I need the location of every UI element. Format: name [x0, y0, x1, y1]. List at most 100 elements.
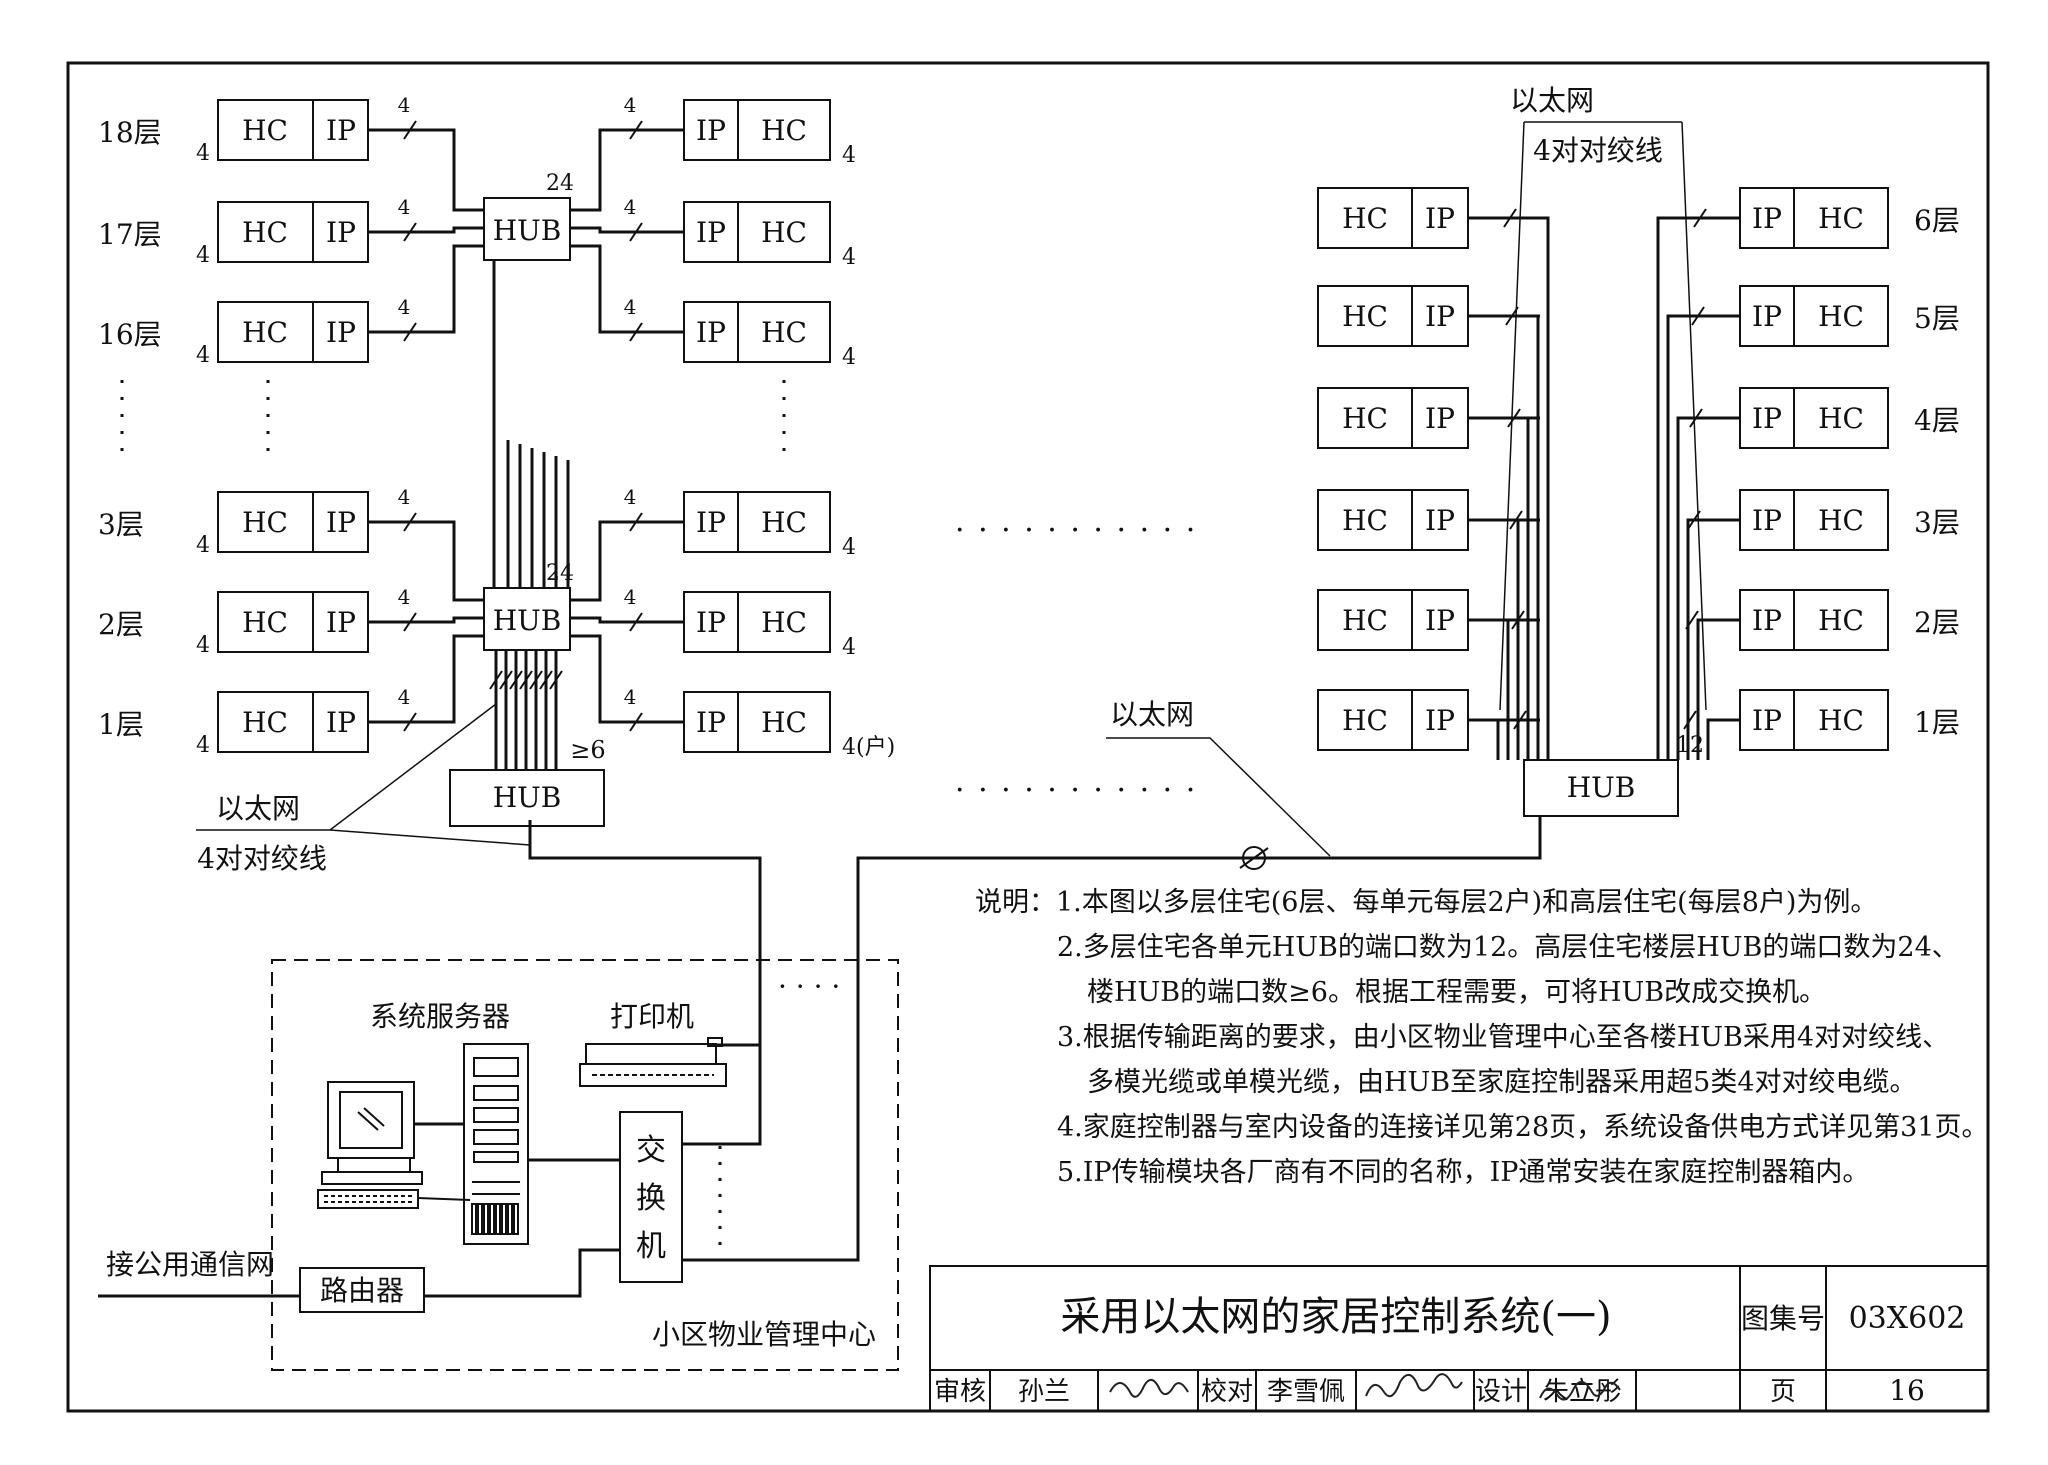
floor-label: 6层 [1914, 204, 1960, 237]
drawing-title: 采用以太网的家居控制系统(一) [1060, 1294, 1611, 1340]
review-label: 审核 [934, 1377, 986, 1407]
switch-port-ellipsis: · · · · [778, 970, 840, 1003]
server-icon [463, 1043, 529, 1245]
port-count: 4 [842, 635, 856, 660]
hc-label: HC [1818, 504, 1864, 537]
home-controller-unit [1739, 489, 1889, 551]
hc-label: HC [242, 316, 288, 349]
hc-label: HC [1818, 202, 1864, 235]
middle-ellipsis-2: · · · · · · · · · · · [955, 773, 1197, 808]
switch-box [619, 1111, 683, 1283]
home-controller-unit [1739, 285, 1889, 347]
home-controller-unit [683, 691, 831, 753]
hc-label: HC [1342, 202, 1388, 235]
home-controller-unit [1317, 187, 1469, 249]
ip-label: IP [696, 706, 726, 739]
hub-port-count: 24 [546, 171, 574, 196]
ip-label: IP [696, 216, 726, 249]
page-number: 16 [1889, 1374, 1925, 1407]
fiber-mark [1242, 846, 1266, 870]
ethernet-label-mid: 以太网 [1110, 698, 1194, 731]
unit-hub-box [1523, 759, 1679, 817]
floor-label: 1层 [1914, 706, 1960, 739]
wire-count: 4 [398, 685, 411, 709]
mgmt-center-label: 小区物业管理中心 [652, 1318, 876, 1351]
wire-count: 4 [398, 585, 411, 609]
twisted-pair-label-left: 4对对绞线 [197, 842, 327, 875]
home-controller-unit [1739, 387, 1889, 449]
hc-label: HC [242, 216, 288, 249]
home-controller-unit [217, 691, 369, 753]
notes-head: 说明： [975, 887, 1056, 918]
ip-label: IP [696, 114, 726, 147]
printer-icon [579, 1037, 727, 1087]
ip-label: IP [1752, 604, 1782, 637]
floor-label: 1层 [98, 708, 144, 741]
atlas-no: 03X602 [1849, 1301, 1966, 1336]
port-count: 4 [196, 343, 210, 368]
ip-label: IP [1752, 402, 1782, 435]
multi-storey-section [1106, 121, 1889, 860]
server-label: 系统服务器 [370, 1000, 510, 1033]
hc-label: HC [1342, 704, 1388, 737]
note-2b: 楼HUB的端口数≥6。根据工程需要，可将HUB改成交换机。 [1087, 977, 1827, 1008]
ip-label: IP [1425, 504, 1455, 537]
hub-port-count: 24 [546, 561, 574, 586]
hc-label: HC [761, 606, 807, 639]
home-controller-unit [217, 491, 369, 553]
home-controller-unit [1317, 387, 1469, 449]
reviewer-name: 孙兰 [1018, 1377, 1070, 1407]
home-controller-unit [1317, 489, 1469, 551]
ip-label: IP [1752, 202, 1782, 235]
hc-label: HC [242, 506, 288, 539]
home-controller-unit [217, 591, 369, 653]
hc-label: HC [1818, 604, 1864, 637]
home-controller-unit [1317, 285, 1469, 347]
home-controller-unit [217, 99, 369, 161]
ip-label: IP [326, 706, 356, 739]
home-controller-unit [683, 99, 831, 161]
check-label: 校对 [1201, 1377, 1253, 1407]
wire-count: 4 [398, 295, 411, 319]
ip-label: IP [1425, 704, 1455, 737]
home-controller-unit [683, 301, 831, 363]
hc-label: HC [242, 606, 288, 639]
wire-count: 4 [624, 485, 637, 509]
hc-label: HC [761, 316, 807, 349]
note-4: 4.家庭控制器与室内设备的连接详见第28页，系统设备供电方式详见第31页。 [1057, 1112, 1989, 1143]
floor-label: 2层 [98, 608, 144, 641]
hub-port-count: 12 [1676, 733, 1704, 758]
port-count: 4 [196, 141, 210, 166]
home-controller-unit [683, 591, 831, 653]
wire-count: 4 [624, 93, 637, 117]
hc-label: HC [761, 114, 807, 147]
note-3b: 多模光缆或单模光缆，由HUB至家庭控制器采用超5类4对对绞电缆。 [1087, 1067, 1917, 1098]
hc-label: HC [1818, 704, 1864, 737]
ethernet-label-left: 以太网 [216, 792, 300, 825]
high-rise-section [120, 99, 831, 846]
ip-label: IP [326, 216, 356, 249]
notes-block: 说明：1.本图以多层住宅(6层、每单元每层2户)和高层住宅(每层8户)为例。 2… [975, 880, 1989, 1195]
home-controller-unit [217, 301, 369, 363]
wire-count: 4 [624, 685, 637, 709]
home-controller-unit [1317, 589, 1469, 651]
ip-label: IP [1752, 300, 1782, 333]
signatures [1109, 1373, 1621, 1401]
floor-hub-box [483, 197, 571, 261]
ip-label: IP [1425, 402, 1455, 435]
hc-label: HC [1818, 402, 1864, 435]
floor-label: 2层 [1914, 606, 1960, 639]
ip-label: IP [1752, 504, 1782, 537]
hc-label: HC [761, 216, 807, 249]
hc-label: HC [1342, 300, 1388, 333]
wire-count: 4 [398, 93, 411, 117]
wire-count: 4 [624, 295, 637, 319]
port-count: 4 [842, 245, 856, 270]
ethernet-label-top: 以太网 [1510, 84, 1594, 117]
ip-label: IP [696, 316, 726, 349]
port-count: 4 [842, 143, 856, 168]
ip-label: IP [326, 114, 356, 147]
hub-label: HUB [493, 604, 562, 637]
